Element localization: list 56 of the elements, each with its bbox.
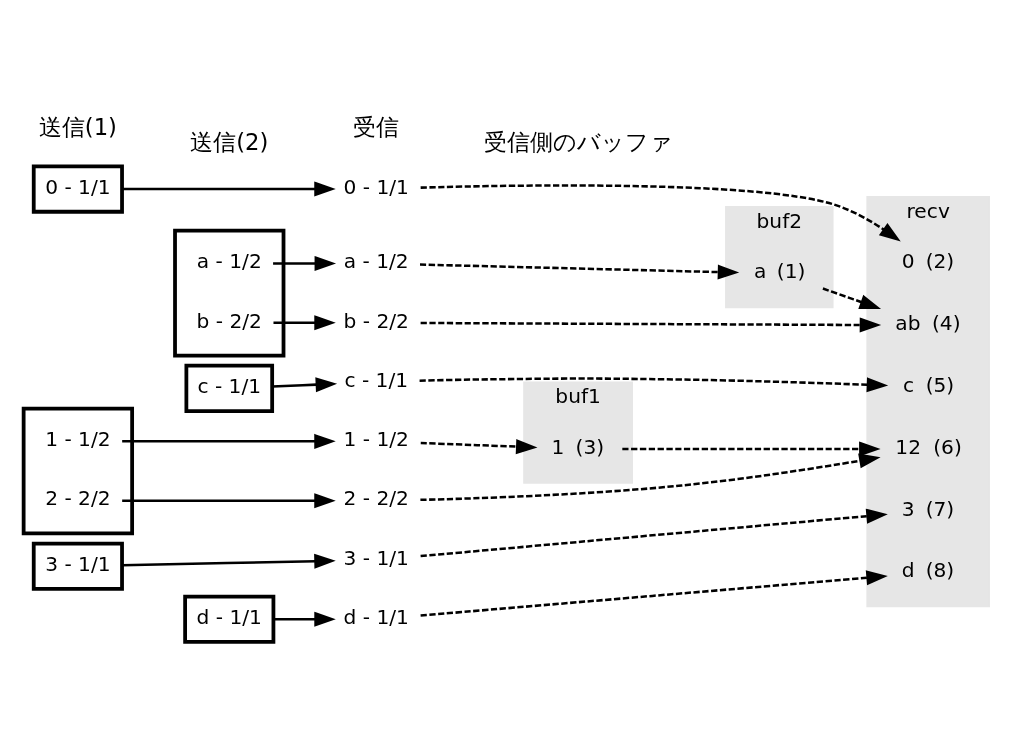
node-text: a (754, 258, 767, 283)
node-label: (1) (776, 258, 806, 283)
node-text: 3 (901, 496, 915, 521)
node-text: b - 2/2 (196, 308, 262, 333)
arrow (420, 183, 901, 241)
node-text: 3 - 1/1 (343, 545, 409, 570)
arrow (822, 286, 882, 309)
arrow (273, 255, 337, 271)
arrow (273, 611, 336, 627)
node-text: 1 - 1/2 (45, 426, 111, 451)
node-text: d - 1/1 (343, 604, 409, 629)
label: 送信(2) (190, 128, 269, 155)
node-text: b - 2/2 (343, 308, 409, 333)
arrow (419, 376, 889, 392)
arrow (622, 440, 881, 456)
cluster (21, 406, 134, 535)
cluster (173, 228, 286, 357)
node-box: c - 1/1 (184, 363, 275, 413)
node-label: (3) (575, 434, 605, 459)
node-text: 1 - 1/2 (343, 426, 409, 451)
node-text: 2 - 2/2 (45, 485, 111, 510)
node-text: a - 1/2 (196, 248, 262, 273)
node-text: ab (895, 310, 921, 335)
node-text: 12 (895, 434, 922, 459)
node-label: (6) (933, 434, 962, 459)
node-box: d - 1/1 (183, 594, 276, 644)
arrow (122, 181, 336, 197)
node-text: 1 (551, 434, 565, 459)
label: 送信(1) (38, 113, 117, 140)
arrow (122, 433, 336, 449)
arrow (420, 438, 538, 454)
node-text: c (902, 372, 915, 397)
node-text: a - 1/2 (343, 248, 409, 273)
arrow (122, 553, 336, 569)
arrow (420, 569, 888, 617)
label: 受信側のバッファ (483, 128, 673, 155)
node-label: (5) (925, 372, 955, 397)
node-box: 3 - 1/1 (31, 541, 124, 591)
label: 受信 (353, 113, 400, 140)
arrow (419, 262, 740, 280)
node-label: (2) (925, 248, 955, 273)
arrow (272, 376, 338, 392)
arrow (273, 314, 336, 330)
node-label: (8) (925, 557, 955, 582)
node-text: d (901, 557, 915, 582)
arrow (122, 492, 336, 508)
node-text: 2 - 2/2 (343, 485, 409, 510)
node-text: c - 1/1 (344, 367, 409, 392)
node-text: 0 - 1/1 (343, 174, 409, 199)
arrow (420, 316, 882, 332)
arrow (420, 452, 881, 501)
node-box: 0 - 1/1 (31, 163, 124, 214)
arrow (420, 508, 888, 557)
node-label: (4) (931, 310, 961, 335)
node-label: (7) (925, 496, 955, 521)
node-text: 0 (901, 248, 915, 273)
